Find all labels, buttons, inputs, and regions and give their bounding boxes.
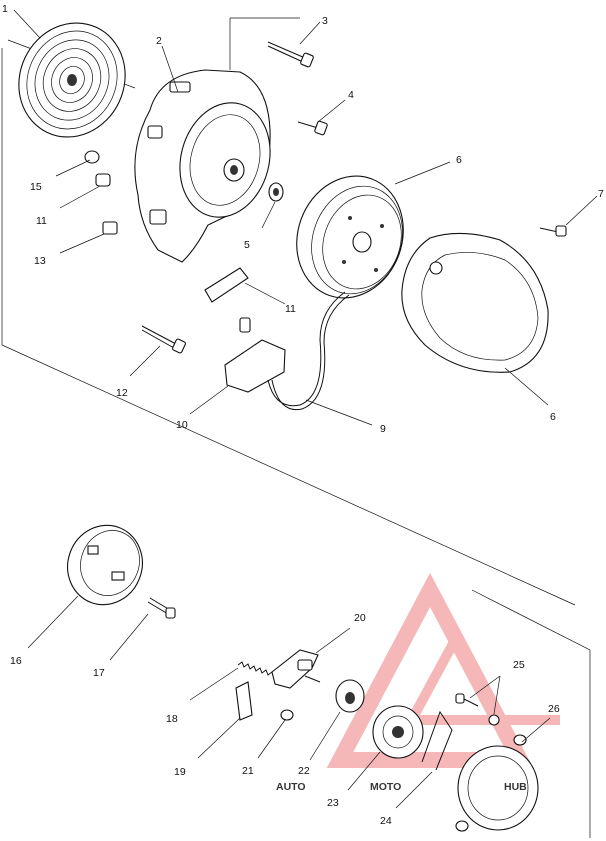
bolt-25 — [455, 693, 500, 726]
callout-4: 4 — [348, 89, 354, 101]
washer-15 — [84, 150, 100, 164]
callout-23: 23 — [327, 797, 339, 809]
callout-17: 17 — [93, 667, 105, 679]
callout-19: 19 — [174, 766, 186, 778]
spring-24 — [421, 710, 453, 771]
callout-5: 5 — [244, 239, 250, 251]
watermark-text-hub: HUB — [504, 781, 527, 793]
recoil-spring — [18, 22, 126, 138]
pin-21 — [280, 709, 294, 721]
watermark-text-moto: MOTO — [370, 781, 401, 793]
callout-18: 18 — [166, 713, 178, 725]
callout-10: 10 — [176, 419, 188, 431]
spring-18 — [237, 661, 273, 676]
callout-1: 1 — [2, 3, 8, 15]
starter-housing — [134, 69, 271, 263]
leader-lines — [13, 9, 598, 809]
callout-9: 9 — [380, 423, 386, 435]
bolt-7 — [539, 225, 567, 237]
watermark-text-auto: AUTO — [276, 781, 306, 793]
callout-22: 22 — [298, 765, 310, 777]
plate-19 — [235, 681, 253, 721]
roller-22 — [335, 679, 365, 713]
watermark-logo — [326, 572, 560, 768]
callout-26: 26 — [548, 703, 560, 715]
insulator-pad — [204, 267, 249, 303]
callout-20: 20 — [354, 612, 366, 624]
callout-6a: 6 — [456, 154, 462, 166]
callout-7: 7 — [598, 188, 604, 200]
bushing-13 — [102, 221, 118, 235]
starter-cover — [401, 232, 549, 373]
callout-15: 15 — [30, 181, 42, 193]
gear-23 — [372, 705, 424, 759]
callout-25: 25 — [513, 659, 525, 671]
callout-12: 12 — [116, 387, 128, 399]
flywheel — [296, 175, 404, 299]
callout-16: 16 — [10, 655, 22, 667]
bolt-17 — [147, 597, 176, 619]
nut-14 — [95, 173, 111, 187]
callout-21: 21 — [242, 765, 254, 777]
bolt-4 — [297, 120, 328, 136]
bracket-20 — [271, 649, 321, 689]
watermark-text: AUTO MOTO HUB — [276, 781, 527, 793]
callout-3: 3 — [322, 15, 328, 27]
bolt-12 — [141, 325, 186, 354]
bolt-3 — [267, 41, 314, 68]
callout-6b: 6 — [550, 411, 556, 423]
washer-5 — [268, 182, 284, 202]
callout-labels: 1 2 3 4 5 6 6 7 9 10 11 11 12 13 15 16 1… — [2, 3, 604, 827]
starter-switch — [224, 291, 350, 411]
callout-11b: 11 — [285, 303, 296, 315]
callout-24: 24 — [380, 815, 392, 827]
drive-cup — [67, 524, 143, 606]
end-cover-26 — [455, 734, 539, 832]
callout-13: 13 — [34, 255, 46, 267]
callout-2: 2 — [156, 35, 162, 47]
callout-11a: 11 — [36, 215, 47, 227]
